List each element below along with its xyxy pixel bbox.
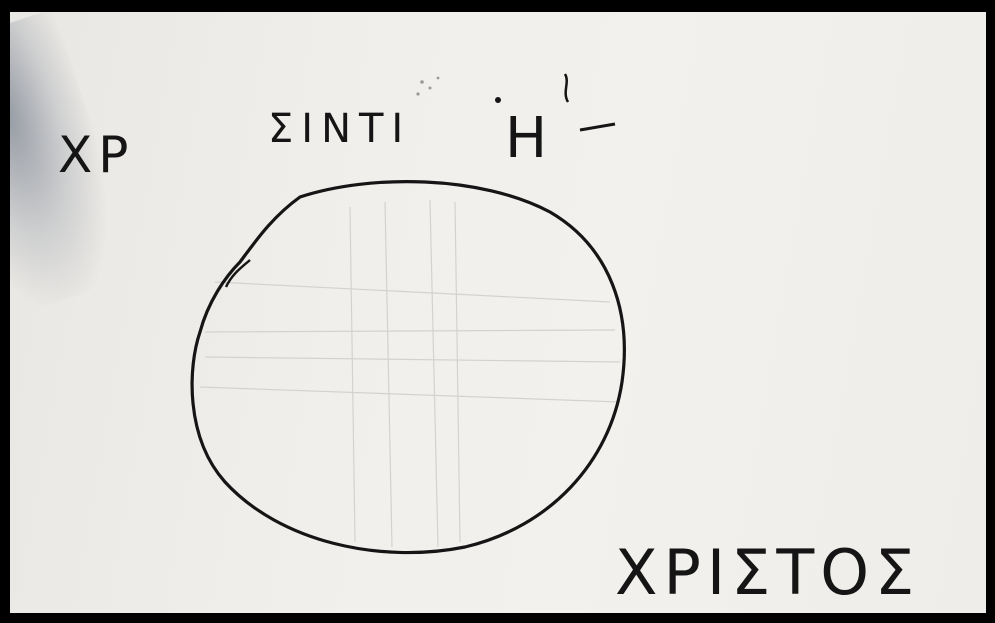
squiggle-mark xyxy=(563,73,570,103)
handwriting-bottom-right: ΧΡΙΣΤΟΣ xyxy=(615,536,920,609)
speck-3 xyxy=(416,92,420,96)
pencil-guide-horizontal-3 xyxy=(204,356,621,363)
faint-specks xyxy=(416,76,440,96)
pencil-guide-horizontal-1 xyxy=(214,281,611,303)
pencil-guide-vertical-1 xyxy=(349,206,356,543)
pencil-guide-vertical-3 xyxy=(429,199,439,548)
speck-4 xyxy=(436,76,440,80)
circle-overlap-stroke xyxy=(224,259,251,288)
pencil-guides xyxy=(199,199,621,548)
handwriting-top-right: Η xyxy=(505,106,547,171)
hand-drawn-circle xyxy=(190,180,626,555)
pencil-guide-vertical-4 xyxy=(454,201,461,543)
drawing-canvas: ΧΡ ΣΙΝΤΙ Η ΧΡΙΣΤΟΣ xyxy=(58,73,920,609)
paper-sheet: ΧΡ ΣΙΝΤΙ Η ΧΡΙΣΤΟΣ xyxy=(10,12,986,613)
handwriting-top-left: ΧΡ xyxy=(58,126,134,184)
dash-mark xyxy=(579,122,616,132)
dot-mark xyxy=(495,97,501,103)
speck-1 xyxy=(420,80,424,84)
pencil-guide-vertical-2 xyxy=(384,201,393,548)
speck-2 xyxy=(428,86,432,90)
pencil-guide-horizontal-2 xyxy=(204,329,616,333)
handwriting-top-middle: ΣΙΝΤΙ xyxy=(268,106,411,152)
pencil-guide-horizontal-4 xyxy=(199,386,621,403)
